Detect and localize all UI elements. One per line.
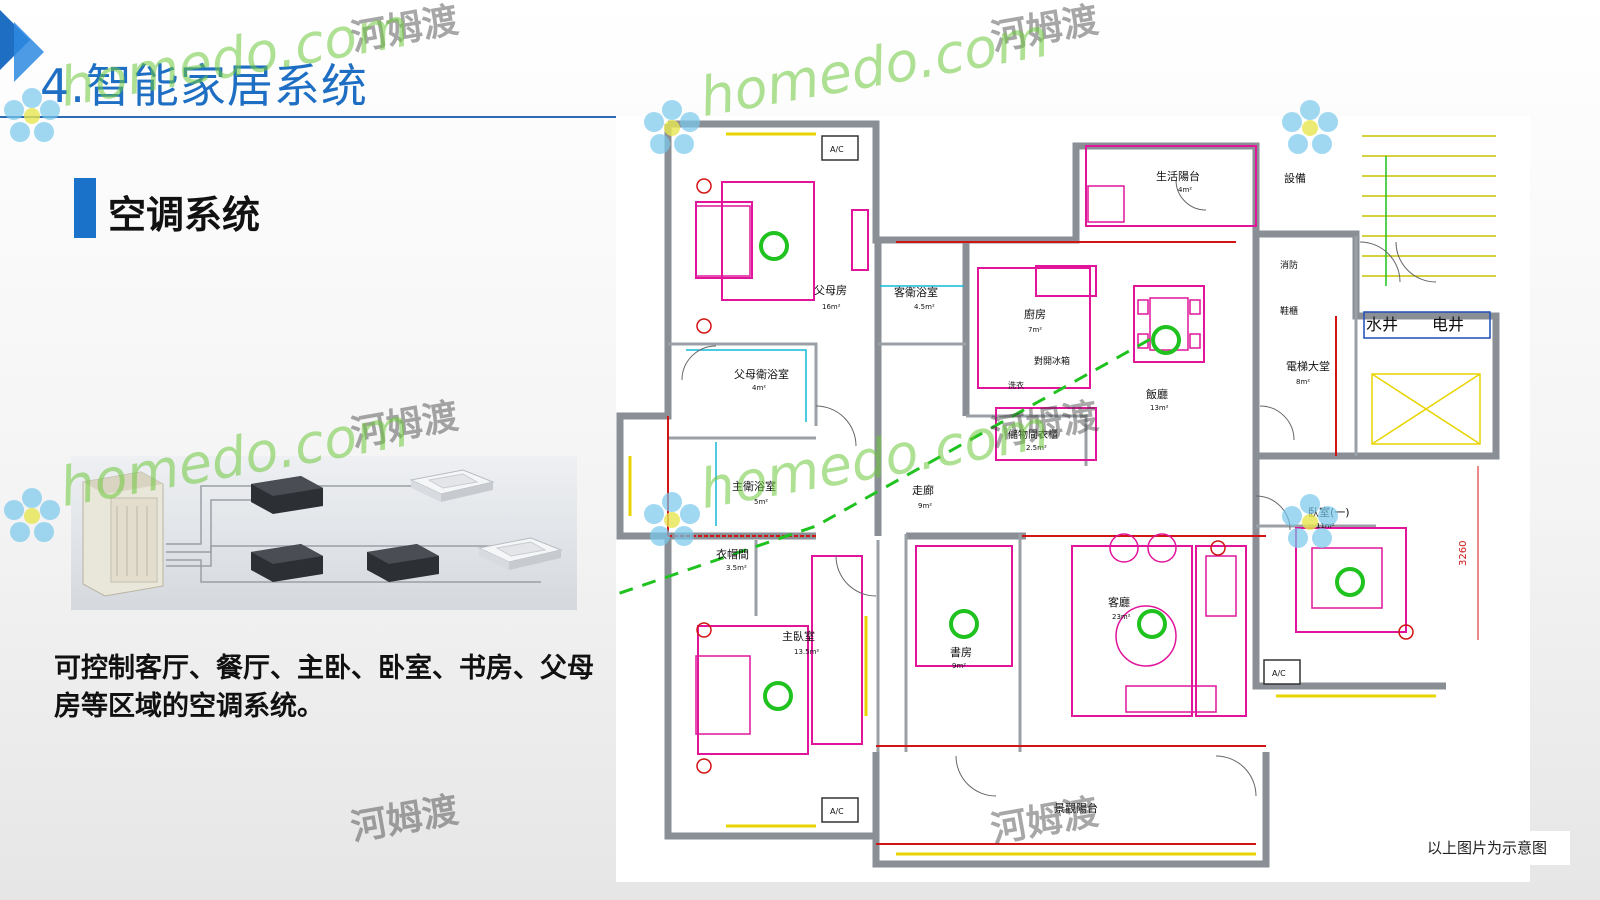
fridge-label: 對開冰箱 (1034, 355, 1070, 367)
section-title: 空调系统 (108, 193, 261, 237)
water-shaft-label: 水井 (1366, 315, 1398, 334)
room-area: 3.5m² (726, 564, 747, 572)
bed-icon (695, 205, 751, 277)
room-area: 5m² (754, 498, 768, 506)
room-area: 8m² (1296, 378, 1310, 386)
ducted-unit-icon (367, 544, 439, 582)
room-area: 4.5m² (914, 303, 935, 311)
sofa-icon (1109, 533, 1237, 713)
shoe-cabinet-label: 鞋櫃 (1280, 305, 1298, 317)
room-area: 7m² (1028, 326, 1042, 334)
room-area: 4m² (1178, 186, 1192, 194)
ac-tag: A/C (830, 807, 844, 816)
watermark-cn: 河姆渡 (987, 0, 1102, 60)
room-label: 書房 (950, 645, 972, 659)
equipment-label: 設備 (1284, 171, 1306, 185)
elevator-shaft-icon (1371, 373, 1481, 445)
dimension-label: 3260 (1458, 541, 1469, 566)
electric-shaft-label: 电井 (1432, 315, 1464, 334)
flower-logo-icon (4, 488, 60, 542)
watermark-brand: homedo.com (695, 5, 1054, 129)
room-label: 生活陽台 (1156, 169, 1200, 183)
ac-unit-marker (1335, 567, 1365, 597)
room-area: 13m² (1150, 404, 1169, 412)
watermark-cn: 河姆渡 (347, 395, 462, 456)
room-area: 9m² (952, 662, 966, 670)
room-label: 廚房 (1024, 307, 1046, 321)
ducted-unit-icon (251, 476, 323, 514)
ac-system-illustration (71, 456, 577, 610)
room-area: 4m² (752, 384, 766, 392)
ac-tag: A/C (1272, 669, 1286, 678)
room-label: 主衛浴室 (732, 479, 776, 493)
room-label: 景觀陽台 (1054, 801, 1098, 815)
floor-plan-drawing: A/C A/C A/C (505, 120, 1500, 868)
floor-plan: A/C A/C A/C (505, 116, 1530, 882)
washer-label: 洗衣 (1008, 380, 1024, 390)
room-area: 11m² (1316, 522, 1335, 530)
page-title: 4.智能家居系统 (40, 59, 368, 113)
room-label: 主臥室 (782, 629, 815, 643)
description-text: 可控制客厅、餐厅、主卧、卧室、书房、父母房等区域的空调系统。 (54, 653, 594, 722)
room-area: 23m² (1112, 613, 1131, 621)
room-label: 父母衛浴室 (734, 367, 789, 381)
ac-unit-marker (949, 609, 979, 639)
ac-unit-marker (1151, 325, 1181, 355)
storage-label: 儲物間衣櫃 (1008, 428, 1058, 441)
room-area: 13.5m² (794, 648, 819, 656)
cassette-unit-icon (409, 469, 495, 502)
room-area: 9m² (918, 502, 932, 510)
room-label: 客廳 (1108, 595, 1130, 609)
room-label: 飯廳 (1146, 387, 1168, 401)
leader-line (505, 334, 1157, 634)
room-label: 客衛浴室 (894, 285, 938, 299)
stairs-icon (1362, 135, 1496, 286)
cassette-unit-icon (477, 537, 563, 570)
section-marker (74, 178, 96, 238)
bed-icon (695, 655, 751, 735)
storage-area: 2.5m² (1026, 444, 1047, 452)
ac-tag: A/C (830, 145, 844, 154)
fire-label: 消防 (1280, 259, 1298, 271)
corner-diamond-decoration (0, 10, 44, 82)
room-label: 父母房 (814, 284, 847, 297)
room-label: 臥室(一) (1308, 505, 1350, 519)
ducted-unit-icon (251, 544, 323, 582)
image-caption: 以上图片为示意图 (1404, 831, 1570, 865)
ac-unit-marker (1137, 609, 1167, 639)
room-label: 電梯大堂 (1286, 359, 1330, 373)
watermark-cn: 河姆渡 (347, 789, 462, 850)
bed-icon (1311, 547, 1383, 609)
room-label: 衣帽間 (716, 547, 749, 561)
ac-unit-marker (763, 681, 793, 711)
ac-system-drawing (71, 456, 577, 610)
ac-unit-marker (759, 231, 789, 261)
outdoor-unit-icon (82, 471, 164, 597)
room-label: 走廊 (912, 483, 934, 497)
room-area: 16m² (822, 303, 841, 311)
